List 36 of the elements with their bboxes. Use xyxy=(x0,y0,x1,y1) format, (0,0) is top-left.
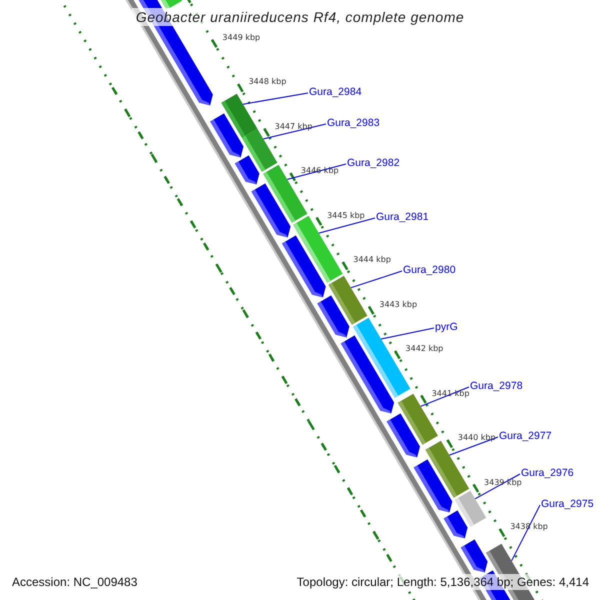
gene-label: pyrG xyxy=(435,321,458,333)
gene-label: Gura_2978 xyxy=(470,380,523,392)
leader-line xyxy=(380,328,434,340)
leader-line xyxy=(286,164,346,180)
gene-label: Gura_2984 xyxy=(309,86,362,98)
leader-line xyxy=(242,92,308,105)
leader-line xyxy=(262,124,326,140)
scale-tick-label: 3448 kbp xyxy=(248,77,286,88)
leader-line xyxy=(350,270,402,288)
gene-block xyxy=(454,490,486,527)
scale-tick-label: 3440 kbp xyxy=(458,433,496,444)
scale-tick-label: 3439 kbp xyxy=(484,478,522,488)
leader-line xyxy=(318,218,376,234)
gene-block xyxy=(242,128,278,172)
scale-tick-label: 3444 kbp xyxy=(353,255,391,266)
gene-label: Gura_2983 xyxy=(327,117,380,129)
gene-block xyxy=(221,94,258,138)
leader-line xyxy=(448,436,498,456)
leader-line xyxy=(511,504,540,562)
scale-tick-label: 3441 kbp xyxy=(432,388,470,399)
gene-label: Gura_2982 xyxy=(347,157,400,169)
gene-block xyxy=(328,276,368,325)
scale-tick-label: 3449 kbp xyxy=(222,32,260,43)
gene-label: Gura_2975 xyxy=(541,498,594,510)
scale-tick-label: 3447 kbp xyxy=(274,122,312,132)
leader-line xyxy=(474,474,520,500)
gene-block xyxy=(425,440,470,498)
gene-label: Gura_2980 xyxy=(403,264,456,276)
scale-tick-label: 3446 kbp xyxy=(300,166,339,176)
gene-label: Gura_2977 xyxy=(499,430,552,442)
gene-label: Gura_2981 xyxy=(376,211,429,223)
scale-tick-label: 3442 kbp xyxy=(406,344,444,354)
gene-label: Gura_2976 xyxy=(521,467,574,479)
leader-line xyxy=(420,386,470,407)
scale-tick-label: 3443 kbp xyxy=(379,300,418,310)
scale-tick-label: 3445 kbp xyxy=(327,210,365,221)
